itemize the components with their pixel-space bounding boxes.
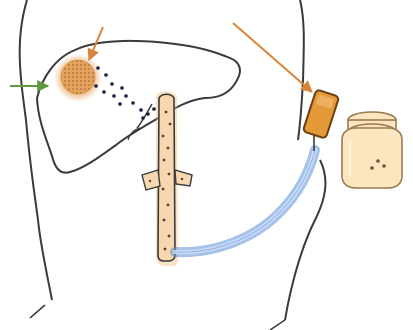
injector-device bbox=[303, 89, 339, 151]
orange-arrow-injector bbox=[233, 23, 312, 92]
seed-jar bbox=[342, 112, 402, 188]
liver-tumor bbox=[54, 54, 102, 102]
seed-dots bbox=[94, 66, 162, 120]
portal-vein bbox=[142, 91, 192, 266]
catheter bbox=[175, 150, 315, 252]
